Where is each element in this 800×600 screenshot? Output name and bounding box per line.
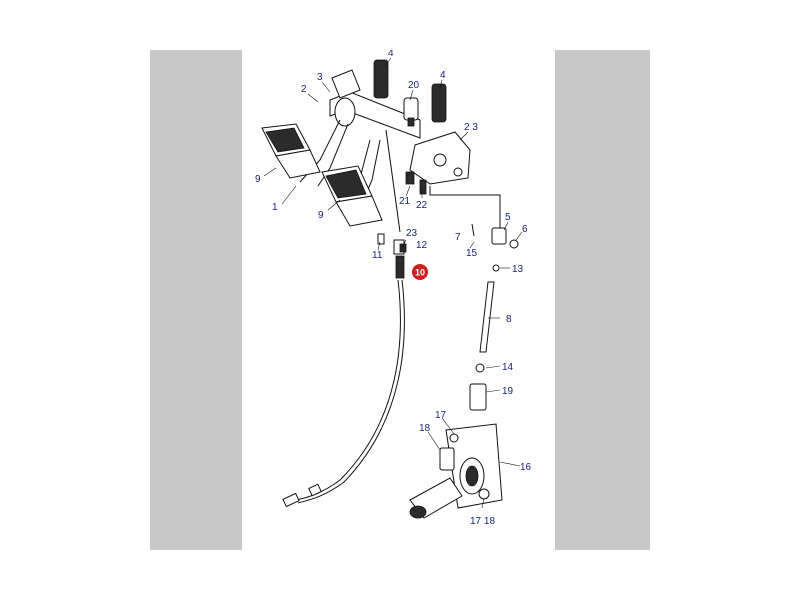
label-21: 21 — [399, 196, 411, 207]
nut — [475, 363, 485, 373]
label-17-upper: 17 — [435, 410, 447, 421]
label-10: 10 — [415, 268, 425, 278]
label-1: 1 — [272, 202, 278, 213]
pedal-bracket-right — [405, 131, 471, 195]
clevis-parts — [471, 223, 519, 272]
label-12: 12 — [416, 240, 428, 251]
label-10-highlight: 10 — [412, 264, 428, 280]
push-rod — [479, 281, 495, 353]
switch-part — [403, 97, 419, 127]
label-6: 6 — [522, 224, 528, 235]
label-9-left: 9 — [255, 174, 261, 185]
label-22: 22 — [416, 200, 428, 211]
label-14: 14 — [502, 362, 514, 373]
label-20: 20 — [408, 80, 420, 91]
spring-right — [431, 83, 447, 123]
label-13: 13 — [512, 264, 524, 275]
label-23: 23 — [406, 228, 418, 239]
label-2-upper: 2 — [301, 84, 307, 95]
part-labels: 4 3 2 20 4 2 3 9 1 9 21 22 5 6 7 15 13 2… — [255, 50, 532, 527]
label-4-right: 4 — [440, 70, 446, 81]
label-18-upper: 18 — [419, 423, 431, 434]
fasteners-upper — [377, 233, 407, 253]
label-16: 16 — [520, 462, 532, 473]
label-5: 5 — [505, 212, 511, 223]
clevis-lower — [469, 383, 487, 411]
label-19: 19 — [502, 386, 514, 397]
master-cylinder — [409, 423, 503, 519]
leader-lines — [263, 57, 523, 509]
label-3-upper: 3 — [317, 72, 323, 83]
pedal-shaft — [329, 69, 421, 139]
label-7: 7 — [455, 232, 461, 243]
pedal-pad-right — [321, 165, 383, 227]
spring-left — [373, 59, 389, 99]
label-8: 8 — [506, 314, 512, 325]
pedal-pad-left — [261, 123, 321, 179]
link-line — [429, 186, 501, 228]
pedal-assembly-diagram: 4 3 2 20 4 2 3 9 1 9 21 22 5 6 7 15 13 2… — [255, 50, 532, 527]
clutch-cable — [282, 239, 405, 508]
label-17-18-lower: 17 18 — [470, 516, 495, 527]
label-11: 11 — [372, 250, 383, 261]
left-gray-panel — [150, 50, 242, 550]
label-9-right: 9 — [318, 210, 324, 221]
label-15: 15 — [466, 248, 478, 259]
label-2-3: 2 3 — [464, 122, 478, 133]
label-4-left: 4 — [388, 50, 394, 59]
right-gray-panel — [555, 50, 650, 550]
